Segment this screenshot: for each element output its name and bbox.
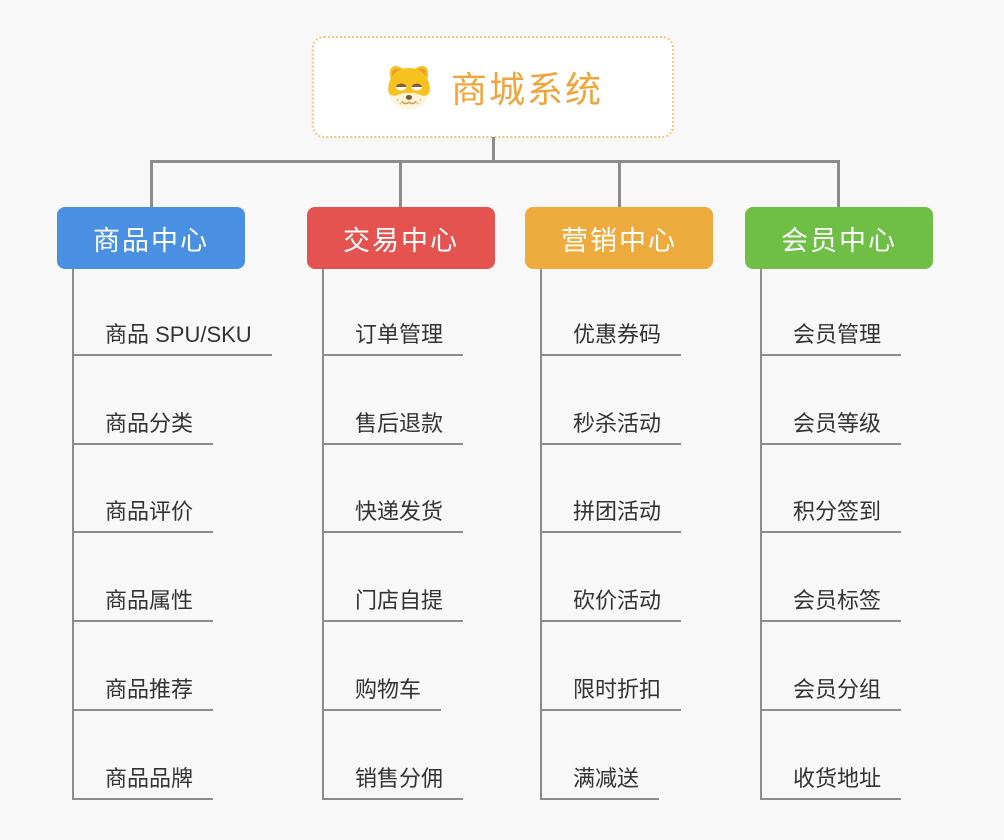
leaf-node[interactable]: 快递发货 — [322, 499, 464, 533]
branch-spine-trade-center — [322, 269, 324, 800]
branch-spine-member-center — [760, 269, 762, 800]
leaf-node[interactable]: 售后退款 — [322, 411, 464, 445]
leaf-node[interactable]: 商品推荐 — [72, 677, 214, 711]
branch-node-member-center[interactable]: 会员中心 — [745, 207, 933, 269]
leaf-node[interactable]: 销售分佣 — [322, 766, 464, 800]
leaf-node[interactable]: 会员标签 — [760, 588, 902, 622]
leaf-node[interactable]: 门店自提 — [322, 588, 464, 622]
connector-horizontal — [150, 160, 840, 163]
root-node[interactable]: 商城系统 — [312, 36, 674, 138]
leaf-node[interactable]: 拼团活动 — [540, 499, 682, 533]
leaf-node[interactable]: 订单管理 — [322, 322, 464, 356]
leaf-node[interactable]: 商品评价 — [72, 499, 214, 533]
branch-node-product-center[interactable]: 商品中心 — [57, 207, 245, 269]
leaf-node[interactable]: 会员管理 — [760, 322, 902, 356]
leaf-node[interactable]: 秒杀活动 — [540, 411, 682, 445]
branch-spine-marketing-center — [540, 269, 542, 800]
leaf-node[interactable]: 会员等级 — [760, 411, 902, 445]
leaf-node[interactable]: 满减送 — [540, 766, 660, 800]
connector-drop-3 — [618, 160, 621, 208]
dog-face-icon — [388, 66, 430, 110]
connector-drop-4 — [837, 160, 840, 208]
leaf-node[interactable]: 积分签到 — [760, 499, 902, 533]
leaf-node[interactable]: 商品 SPU/SKU — [72, 322, 272, 356]
leaf-node[interactable]: 收货地址 — [760, 766, 902, 800]
branch-spine-product-center — [72, 269, 74, 800]
branch-node-trade-center[interactable]: 交易中心 — [307, 207, 495, 269]
leaf-node[interactable]: 砍价活动 — [540, 588, 682, 622]
leaf-node[interactable]: 商品属性 — [72, 588, 214, 622]
connector-drop-2 — [399, 160, 402, 208]
leaf-node[interactable]: 会员分组 — [760, 677, 902, 711]
connector-drop-1 — [150, 160, 153, 208]
leaf-node[interactable]: 商品品牌 — [72, 766, 214, 800]
branch-node-marketing-center[interactable]: 营销中心 — [525, 207, 713, 269]
leaf-node[interactable]: 购物车 — [322, 677, 442, 711]
leaf-node[interactable]: 优惠券码 — [540, 322, 682, 356]
connector-root-stem — [492, 137, 495, 161]
leaf-node[interactable]: 商品分类 — [72, 411, 214, 445]
root-title: 商城系统 — [450, 69, 603, 110]
leaf-node[interactable]: 限时折扣 — [540, 677, 682, 711]
